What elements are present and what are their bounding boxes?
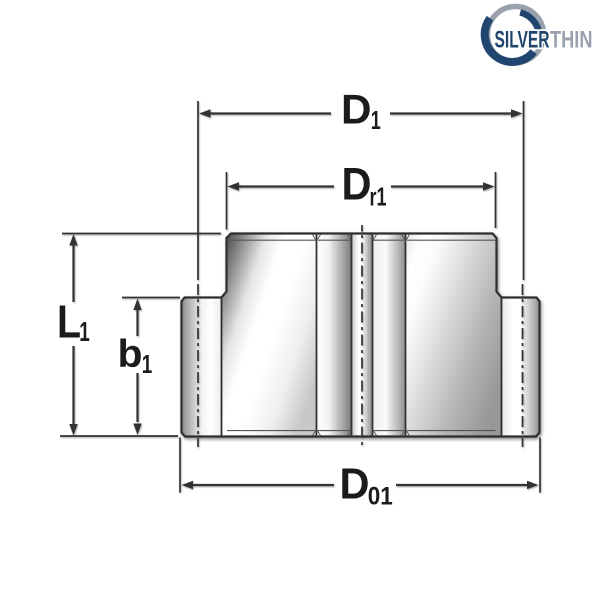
svg-text:r1: r1 bbox=[370, 182, 387, 212]
svg-text:THIN: THIN bbox=[550, 27, 593, 54]
svg-text:L: L bbox=[57, 296, 81, 348]
svg-text:1: 1 bbox=[142, 349, 153, 379]
svg-text:1: 1 bbox=[79, 316, 90, 347]
svg-text:1: 1 bbox=[371, 105, 381, 135]
svg-text:D: D bbox=[342, 159, 372, 210]
svg-text:D: D bbox=[340, 461, 370, 509]
svg-text:D: D bbox=[341, 86, 372, 133]
svg-text:SILVER: SILVER bbox=[495, 27, 550, 54]
svg-text:01: 01 bbox=[368, 483, 393, 511]
svg-text:b: b bbox=[118, 333, 143, 376]
